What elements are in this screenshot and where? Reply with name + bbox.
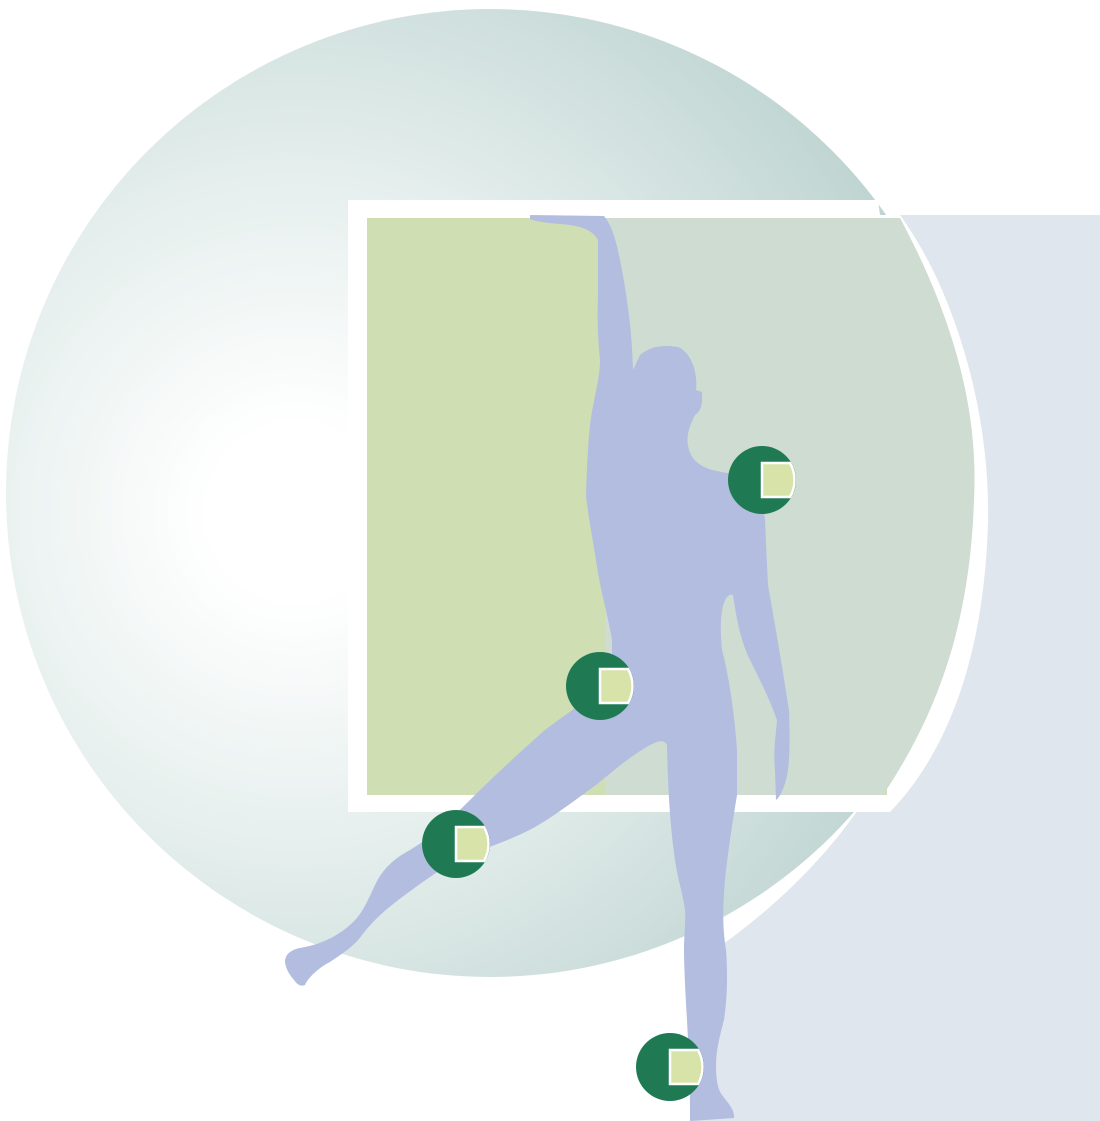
joint-marker-hip: [566, 652, 634, 720]
joint-marker-square-icon: [456, 827, 489, 861]
joint-marker-square-icon: [670, 1050, 703, 1084]
joint-marker-square-icon: [600, 669, 633, 703]
joint-marker-shoulder: [728, 446, 796, 514]
joint-marker-square-icon: [762, 463, 795, 497]
joint-marker-ankle: [636, 1033, 704, 1101]
joint-marker-knee: [422, 810, 490, 878]
